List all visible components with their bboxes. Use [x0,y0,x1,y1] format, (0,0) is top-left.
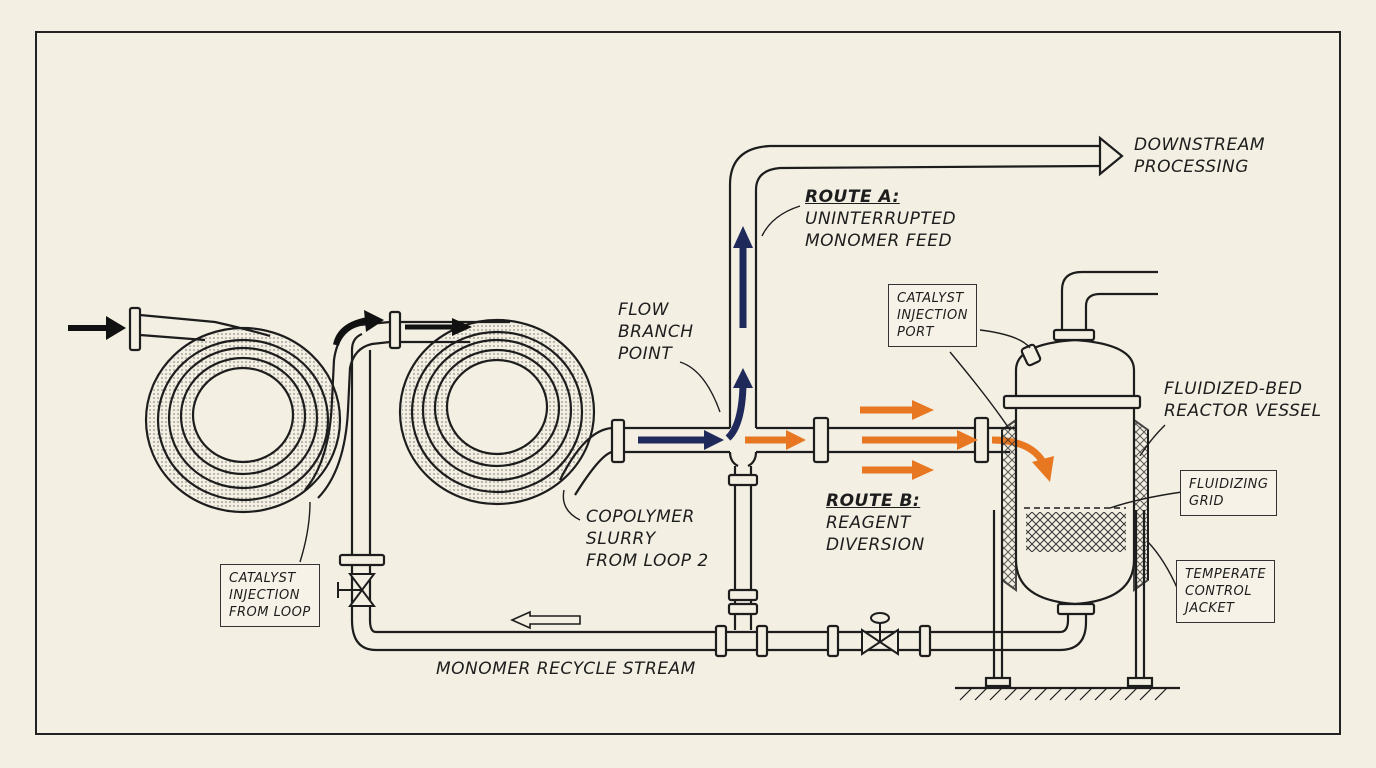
catalyst-loop-line-3: FROM LOOP [229,605,311,620]
copolymer-line-2: SLURRY [586,529,656,549]
reactor-vessel [1002,270,1158,606]
copolymer-line-1: COPOLYMER [586,507,695,527]
copolymer-label: COPOLYMER SLURRY FROM LOOP 2 [586,506,709,572]
leader-lines [299,205,1183,591]
temperate-jacket-label: TEMPERATE CONTROL JACKET [1176,560,1276,623]
route-b-desc-2: DIVERSION [826,535,925,555]
downstream-line-2: PROCESSING [1134,157,1249,177]
catalyst-port-line-2: INJECTION [897,308,968,323]
reactor-vessel-line-2: REACTOR VESSEL [1164,401,1322,421]
catalyst-port-line-3: PORT [897,325,935,340]
flow-branch-line-3: POINT [618,344,673,364]
copolymer-line-3: FROM LOOP 2 [586,551,709,571]
route-b-arrows [745,400,1054,482]
temperate-jacket-line-3: JACKET [1185,601,1235,616]
route-b-title: ROUTE B: [826,491,921,511]
downstream-line-1: DOWNSTREAM [1134,135,1266,155]
crossover-arrow [333,317,369,346]
route-a-desc-2: MONOMER FEED [805,231,953,251]
temperate-jacket-line-2: CONTROL [1185,584,1252,599]
recycle-valve-horizontal [861,612,899,656]
route-a-desc-1: UNINTERRUPTED [805,209,957,229]
route-a-arrows [638,226,753,450]
catalyst-port-label: CATALYST INJECTION PORT [888,284,977,347]
catalyst-port-line-1: CATALYST [897,291,964,306]
reactor-vessel-label: FLUIDIZED-BED REACTOR VESSEL [1164,378,1322,422]
temperate-jacket-line-1: TEMPERATE [1185,567,1267,582]
crossover-arrowhead [364,310,384,332]
fluidizing-grid-line-2: GRID [1189,494,1224,509]
route-b-desc-1: REAGENT [826,513,911,533]
recycle-flow-arrow [510,610,581,630]
inlet-arrowhead [106,316,126,340]
catalyst-loop-line-2: INJECTION [229,588,300,603]
coil-loop-1 [144,326,342,514]
branch-down-pipe [727,451,759,630]
catalyst-loop-label: CATALYST INJECTION FROM LOOP [220,564,320,627]
route-a-title: ROUTE A: [805,187,900,207]
recycle-valve-vertical [337,573,376,607]
coil2-outlet-pipe [559,418,626,496]
catalyst-loop-line-1: CATALYST [229,571,296,586]
flow-branch-line-1: FLOW [618,300,669,320]
main-header-pipe [624,416,1015,464]
recycle-stream-label: MONOMER RECYCLE STREAM [436,658,696,680]
downstream-label: DOWNSTREAM PROCESSING [1134,134,1265,178]
flow-branch-label: FLOW BRANCH POINT [618,299,693,365]
fluidizing-grid [1024,507,1126,552]
fluidizing-grid-line-1: FLUIDIZING [1189,477,1269,492]
reactor-legs [955,510,1180,701]
frame-border [35,31,1341,735]
route-b-label: ROUTE B: REAGENT DIVERSION [826,490,925,556]
inlet-pipe [128,306,271,352]
fluidizing-grid-label: FLUIDIZING GRID [1180,470,1278,516]
route-a-label: ROUTE A: UNINTERRUPTED MONOMER FEED [805,186,956,252]
route-a-riser-pipe [728,135,1124,428]
recycle-pipe [338,332,1096,658]
recycle-stream-text: MONOMER RECYCLE STREAM [436,659,696,679]
reactor-vessel-line-1: FLUIDIZED-BED [1164,379,1303,399]
crossover-pipe [304,310,402,499]
coil-loop-2 [398,318,596,506]
flow-branch-line-2: BRANCH [618,322,694,342]
coil2-inlet-arrowhead [452,318,472,336]
